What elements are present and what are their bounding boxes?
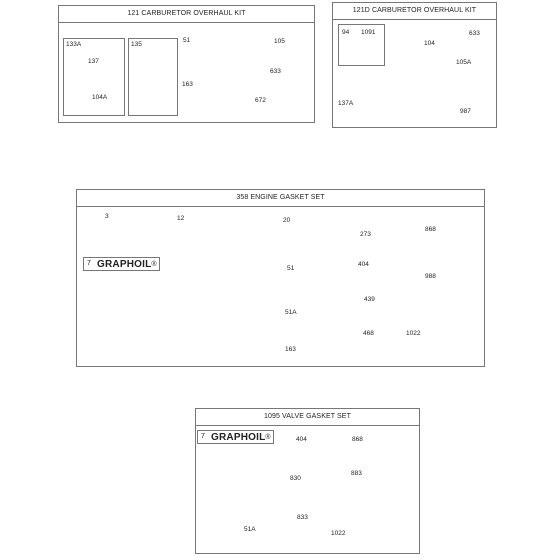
part-label: 1022 (331, 530, 346, 537)
part-label: 3 (105, 213, 109, 220)
graphoil-text: GRAPHOIL (97, 259, 152, 270)
kit-title: 358 ENGINE GASKET SET (77, 190, 484, 207)
part-label: 12 (177, 215, 185, 222)
graphoil-badge: 7 GRAPHOIL® (83, 257, 160, 271)
part-label: 51 (287, 265, 295, 272)
kit-title: 121 CARBURETOR OVERHAUL KIT (59, 6, 314, 23)
subkit-94-box (338, 24, 385, 66)
kit-121-carburetor-overhaul: 121 CARBURETOR OVERHAUL KIT (58, 5, 315, 123)
part-label: 94 (342, 29, 350, 36)
part-label: 833 (297, 514, 308, 521)
kit-1095-valve-gasket-set: 1095 VALVE GASKET SET (195, 408, 420, 554)
part-label: 633 (469, 30, 480, 37)
graphoil-number: 7 (201, 433, 205, 440)
subkit-135-box (128, 38, 178, 116)
part-label: 133A (66, 41, 82, 48)
part-label: 105 (274, 38, 285, 45)
part-label: 868 (352, 436, 363, 443)
part-label: 468 (363, 330, 374, 337)
part-label: 135 (131, 41, 142, 48)
part-label: 439 (364, 296, 375, 303)
part-label: 104 (424, 40, 435, 47)
part-label: 20 (283, 217, 291, 224)
registered-mark: ® (265, 434, 271, 441)
part-label: 883 (351, 470, 362, 477)
part-label: 105A (456, 59, 472, 66)
part-label: 51 (183, 37, 191, 44)
part-label: 988 (425, 273, 436, 280)
part-label: 672 (255, 97, 266, 104)
part-label: 868 (425, 226, 436, 233)
part-label: 104A (92, 94, 108, 101)
subkit-133a-box (63, 38, 125, 116)
part-label: 163 (285, 346, 296, 353)
part-label: 163 (182, 81, 193, 88)
part-label: 404 (296, 436, 307, 443)
kit-title: 121D CARBURETOR OVERHAUL KIT (333, 3, 496, 20)
registered-mark: ® (151, 261, 157, 268)
part-label: 137A (338, 100, 354, 107)
part-label: 404 (358, 261, 369, 268)
part-label: 51A (285, 309, 297, 316)
kit-title: 1095 VALVE GASKET SET (196, 409, 419, 426)
part-label: 987 (460, 108, 471, 115)
graphoil-number: 7 (87, 260, 91, 267)
graphoil-text: GRAPHOIL (211, 432, 266, 443)
kit-358-engine-gasket-set: 358 ENGINE GASKET SET (76, 189, 485, 367)
part-label: 1091 (361, 29, 376, 36)
part-label: 830 (290, 475, 301, 482)
part-label: 633 (270, 68, 281, 75)
part-label: 1022 (406, 330, 421, 337)
graphoil-word: GRAPHOIL® (97, 258, 157, 271)
graphoil-badge: 7 GRAPHOIL® (197, 430, 274, 444)
kit-121d-carburetor-overhaul: 121D CARBURETOR OVERHAUL KIT (332, 2, 497, 128)
graphoil-word: GRAPHOIL® (211, 431, 271, 444)
part-label: 273 (360, 231, 371, 238)
part-label: 137 (88, 58, 99, 65)
part-label: 51A (244, 526, 256, 533)
